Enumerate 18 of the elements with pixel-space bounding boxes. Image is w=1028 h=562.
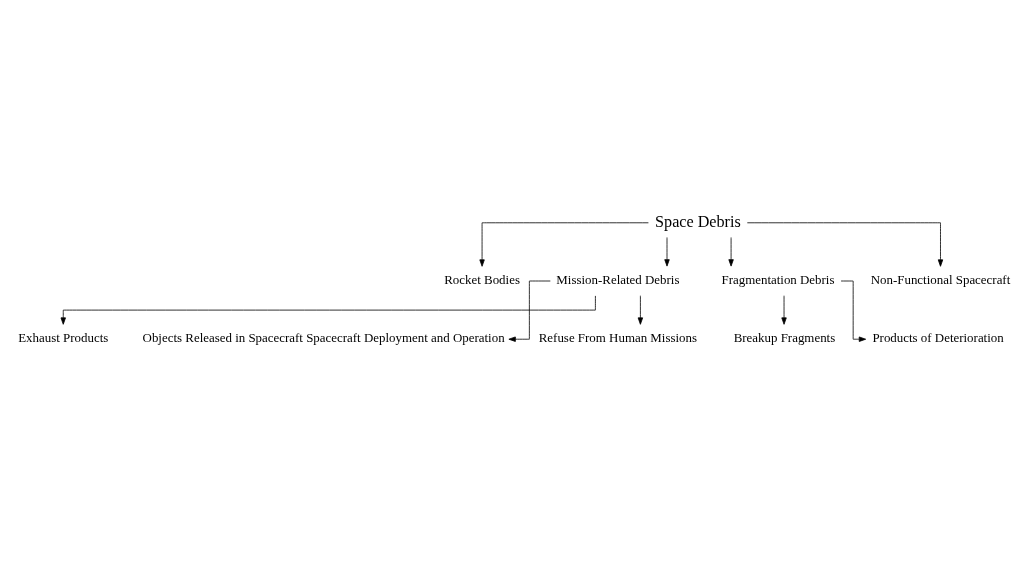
node-text: Non-Functional Spacecraft xyxy=(870,272,1011,288)
arrow xyxy=(781,295,787,325)
arrow xyxy=(728,237,734,267)
node-text: Fragmentation Debris xyxy=(721,272,835,288)
node-text: Mission-Related Debris xyxy=(556,272,680,288)
node-text: Refuse From Human Missions xyxy=(538,330,698,346)
node-text: Products of Deterioration xyxy=(872,330,1004,346)
arrow xyxy=(664,237,670,267)
arrow xyxy=(746,222,944,267)
node-text: Rocket Bodies xyxy=(444,272,520,288)
arrow xyxy=(60,295,596,325)
arrow xyxy=(637,295,644,325)
arrow xyxy=(479,222,649,267)
node-text: Breakup Fragments xyxy=(733,330,836,346)
node-text: Exhaust Products xyxy=(18,330,109,346)
node-text: Objects Released in Spacecraft Spacecraft Deployment and Operation xyxy=(142,330,505,346)
node-text: Space Debris xyxy=(655,212,741,230)
arrow xyxy=(508,280,551,342)
